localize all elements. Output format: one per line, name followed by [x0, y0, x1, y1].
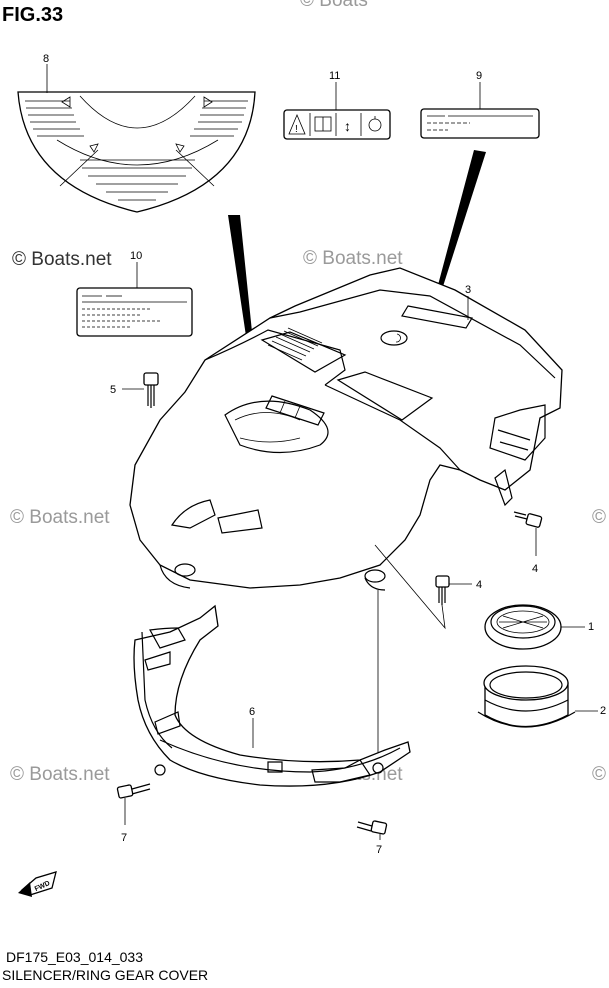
pointer-wedge-right	[434, 150, 486, 302]
callout-4a: 4	[476, 579, 482, 591]
watermark: © Boats.net	[10, 764, 110, 785]
fwd-arrow-icon: FWD	[18, 871, 57, 897]
diagram-caption: SILENCER/RING GEAR COVER	[2, 967, 208, 983]
part-1-silencer-screen	[484, 604, 562, 650]
part-4-bolt-center	[435, 575, 450, 605]
callout-9: 9	[476, 70, 482, 82]
updown-arrow-icon: ↕	[344, 118, 351, 134]
watermark-edge-fragment: ©	[592, 507, 606, 528]
part-9-text-label	[420, 108, 540, 139]
part-7-bolt-left	[116, 783, 151, 799]
vent-slats	[267, 327, 323, 361]
diagram-code: DF175_E03_014_033	[6, 949, 143, 965]
assembly-line-cover	[374, 544, 446, 630]
watermark-main: © Boats.net	[12, 249, 112, 270]
callout-2: 2	[600, 705, 606, 717]
callout-8: 8	[43, 53, 49, 65]
watermark: © Boats.net	[303, 248, 403, 269]
part-8-arc-label	[17, 91, 256, 213]
callout-7a: 7	[121, 832, 127, 844]
warning-exclaim-icon: !	[295, 124, 298, 135]
arc-label-text-lines	[25, 100, 248, 201]
callout-3: 3	[465, 284, 471, 296]
part-10-text-label	[76, 287, 193, 337]
part-3-silencer-cover	[129, 267, 563, 591]
part-11-warning-label: ! ↕	[283, 109, 391, 140]
part-7-bolt-right	[356, 820, 388, 835]
callout-10: 10	[130, 250, 142, 262]
watermark-edge-fragment: ©	[592, 764, 606, 785]
warning-triangle-icon	[288, 113, 306, 135]
callout-7b: 7	[376, 844, 382, 856]
figure-title: FIG.33	[2, 4, 63, 26]
part-2-ring	[477, 665, 576, 728]
part-6-ring-gear-cover	[133, 604, 411, 787]
part-5-bolt	[143, 372, 159, 408]
callout-5: 5	[110, 384, 116, 396]
callout-1: 1	[588, 621, 594, 633]
callout-6: 6	[249, 706, 255, 718]
watermark: © Boats.net	[10, 507, 110, 528]
part-4-bolt-right	[513, 511, 543, 528]
watermark-top-fragment: © Boats	[300, 0, 368, 11]
callout-4b: 4	[532, 563, 538, 575]
callout-11: 11	[329, 70, 340, 82]
